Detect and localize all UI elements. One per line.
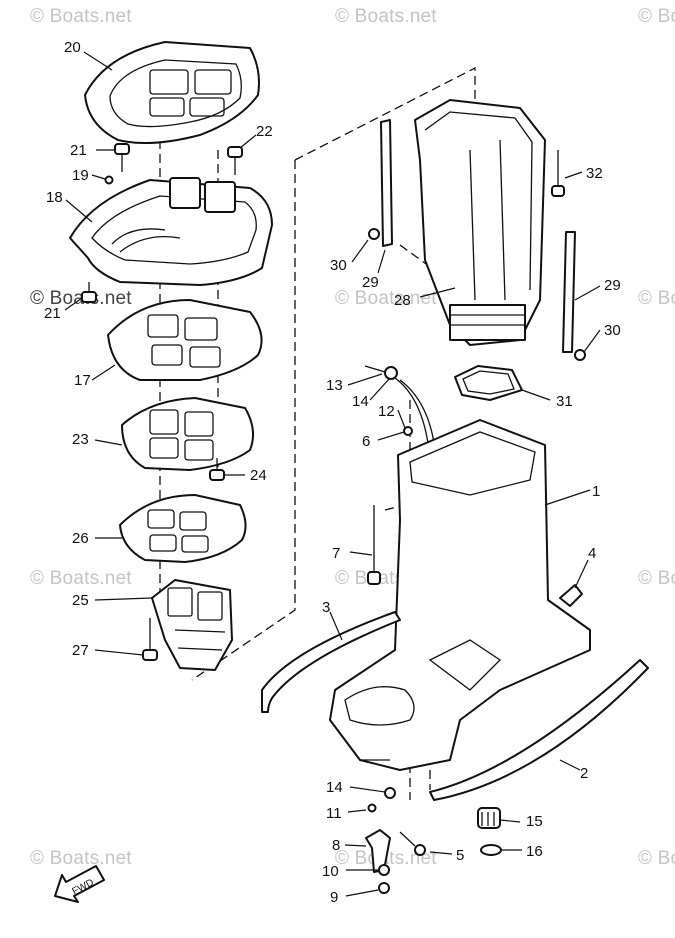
- leader-lines: [64, 51, 601, 897]
- callout-10: 10: [322, 863, 339, 880]
- callout-17: 17: [74, 372, 91, 389]
- callout-21-lower: 21: [44, 305, 61, 322]
- part-14-lower: [384, 787, 396, 799]
- part-5: [414, 844, 426, 856]
- callout-23: 23: [72, 431, 89, 448]
- watermark: © Boats.net: [30, 848, 132, 869]
- part-gasket-17: [107, 299, 263, 381]
- watermark: © Boats.net: [638, 568, 675, 589]
- callout-22: 22: [256, 123, 273, 140]
- watermark: © Boats.net: [30, 568, 132, 589]
- callout-6: 6: [362, 433, 370, 450]
- part-exhaust-manifold: [121, 397, 255, 471]
- callout-14: 14: [352, 393, 369, 410]
- watermark: © Boats.net: [335, 288, 437, 309]
- callout-21: 21: [70, 142, 87, 159]
- callout-29-right: 29: [604, 277, 621, 294]
- callout-20: 20: [64, 39, 81, 56]
- callout-25: 25: [72, 592, 89, 609]
- watermark: © Boats.net: [638, 848, 675, 869]
- callout-28: 28: [394, 292, 411, 309]
- part-exhaust-guide: [69, 177, 273, 286]
- fwd-arrow: FWD: [54, 865, 105, 903]
- callout-24: 24: [250, 467, 267, 484]
- callout-1: 1: [592, 483, 600, 500]
- part-washer-30: [368, 228, 380, 240]
- callout-3: 3: [322, 599, 330, 616]
- callout-15: 15: [526, 813, 543, 830]
- callout-2: 2: [580, 765, 588, 782]
- callout-13: 13: [326, 377, 343, 394]
- callout-14-lower: 14: [326, 779, 343, 796]
- assembly-boundary: [294, 66, 476, 161]
- part-exhaust-pipe: [151, 579, 233, 671]
- callout-numbers: 1 2 3 4 5 6 7 8 9 10 11 12 13 14 14 15 1…: [44, 39, 621, 906]
- callout-4: 4: [588, 545, 596, 562]
- part-rubber-seal-2: [429, 659, 649, 801]
- watermark: © Boats.net: [30, 6, 132, 27]
- callout-18: 18: [46, 189, 63, 206]
- part-4: [559, 584, 583, 607]
- callout-12: 12: [378, 403, 395, 420]
- callout-27: 27: [72, 642, 89, 659]
- callout-19: 19: [72, 167, 89, 184]
- part-top-gasket: [84, 41, 260, 145]
- callout-16: 16: [526, 843, 543, 860]
- callout-11: 11: [326, 805, 342, 822]
- watermark: © Boats.net: [638, 6, 675, 27]
- part-15: [477, 807, 501, 829]
- callout-30: 30: [330, 257, 347, 274]
- part-9: [378, 882, 390, 894]
- callout-30-right: 30: [604, 322, 621, 339]
- callout-9: 9: [330, 889, 338, 906]
- callout-31: 31: [556, 393, 573, 410]
- watermark: © Boats.net: [335, 6, 437, 27]
- callout-32: 32: [586, 165, 603, 182]
- callout-26: 26: [72, 530, 89, 547]
- watermark: © Boats.net: [638, 288, 675, 309]
- callout-7: 7: [332, 545, 340, 562]
- callout-5: 5: [456, 847, 464, 864]
- part-lower-casing: [329, 419, 591, 771]
- part-gasket-26: [119, 494, 247, 563]
- part-rubber-seal-3: [261, 611, 401, 713]
- callout-8: 8: [332, 837, 340, 854]
- part-washer-30: [574, 349, 586, 361]
- assembly-boundary: [191, 160, 296, 681]
- bolt-set: [81, 143, 565, 813]
- part-rubber-strip: [380, 119, 576, 353]
- callout-29: 29: [362, 274, 379, 291]
- part-16: [480, 844, 502, 856]
- part-10: [378, 864, 390, 876]
- part-upper-casing: [414, 99, 546, 346]
